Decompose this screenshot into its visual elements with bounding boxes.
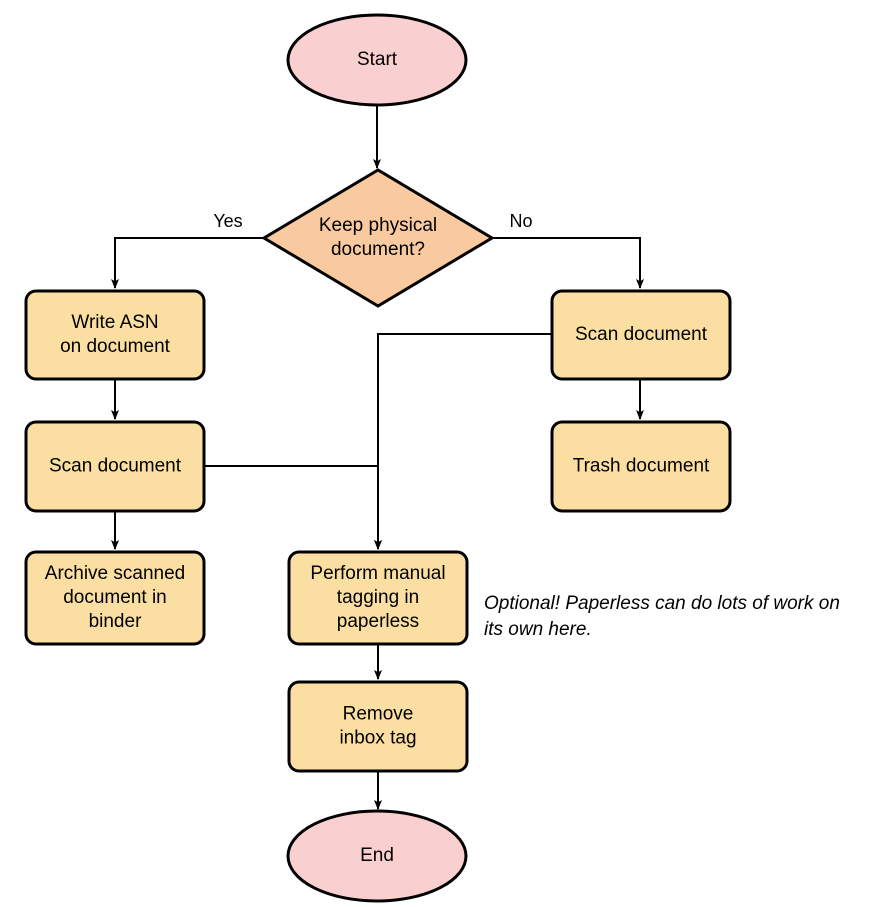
node-label-scan_left: Scan document [49, 456, 182, 477]
node-archive[interactable]: Archive scanned document in binder [24, 550, 206, 646]
node-shape-rect [287, 680, 469, 773]
node-label-start: Start [357, 49, 398, 70]
node-label-remove_inbox: inbox tag [339, 728, 416, 749]
node-shape-ellipse [286, 13, 468, 107]
node-label-write_asn: on document [60, 336, 171, 357]
node-start[interactable]: Start [286, 13, 468, 107]
node-write_asn[interactable]: Write ASN on document [24, 289, 206, 381]
node-manual_tagging[interactable]: Perform manual tagging in paperless [287, 550, 469, 646]
node-scan_right[interactable]: Scan document [550, 289, 732, 381]
node-shape-rect [287, 550, 469, 646]
annotations-layer: Optional! Paperless can do lots of work … [484, 593, 840, 640]
node-shape-rect [24, 550, 206, 646]
edge-decision-no [492, 237, 644, 289]
node-remove_inbox[interactable]: Remove inbox tag [287, 680, 469, 773]
edge-scanright-to-tagging [374, 333, 552, 550]
node-label-end: End [360, 845, 394, 866]
edge-scanleft-to-tagging [204, 465, 382, 550]
edge-label-no: No [509, 211, 532, 231]
node-shape-diamond [261, 168, 495, 308]
node-scan_left[interactable]: Scan document [24, 420, 206, 513]
annotation-optional-note: Optional! Paperless can do lots of work … [484, 593, 840, 640]
node-label-archive: binder [89, 611, 142, 632]
node-shape-rect [550, 420, 732, 513]
node-label-write_asn: Write ASN [71, 312, 158, 333]
node-label-archive: Archive scanned [45, 563, 185, 584]
node-label-manual_tagging: tagging in [337, 587, 419, 608]
node-decision[interactable]: Keep physical document? [261, 168, 495, 308]
node-shape-rect [550, 289, 732, 381]
node-label-archive: document in [63, 587, 167, 608]
node-label-remove_inbox: Remove [343, 704, 414, 725]
annotation-line: its own here. [484, 619, 592, 640]
node-shape-rect [24, 420, 206, 513]
edge-labels-layer: Yes No [213, 211, 532, 231]
node-label-trash: Trash document [573, 456, 710, 477]
node-end[interactable]: End [286, 809, 468, 903]
node-trash[interactable]: Trash document [550, 420, 732, 513]
node-label-manual_tagging: paperless [337, 611, 419, 632]
node-label-manual_tagging: Perform manual [310, 563, 445, 584]
edge-decision-yes [111, 237, 264, 289]
node-label-scan_right: Scan document [575, 324, 708, 345]
annotation-line: Optional! Paperless can do lots of work … [484, 593, 840, 614]
edge-label-yes: Yes [213, 211, 242, 231]
node-label-decision: Keep physical [319, 215, 437, 236]
edges-layer [111, 105, 644, 810]
node-label-decision: document? [331, 239, 425, 260]
node-shape-rect [24, 289, 206, 381]
node-shape-ellipse [286, 809, 468, 903]
